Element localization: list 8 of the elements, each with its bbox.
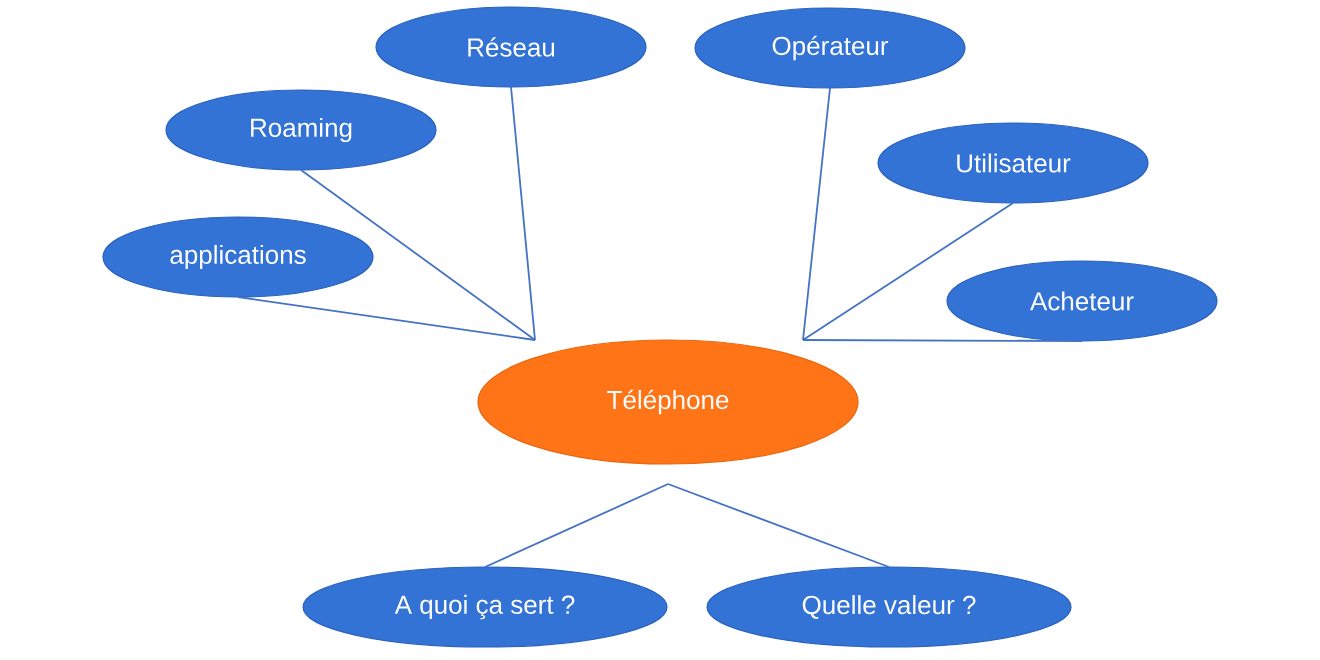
- connector-line: [300, 169, 536, 341]
- connector-line: [667, 483, 890, 568]
- connector-line: [484, 483, 669, 568]
- connector-line: [510, 86, 536, 341]
- connector-line: [802, 87, 831, 341]
- connector-line: [802, 202, 1014, 341]
- connector-line: [802, 339, 1083, 342]
- connector-line: [237, 296, 536, 341]
